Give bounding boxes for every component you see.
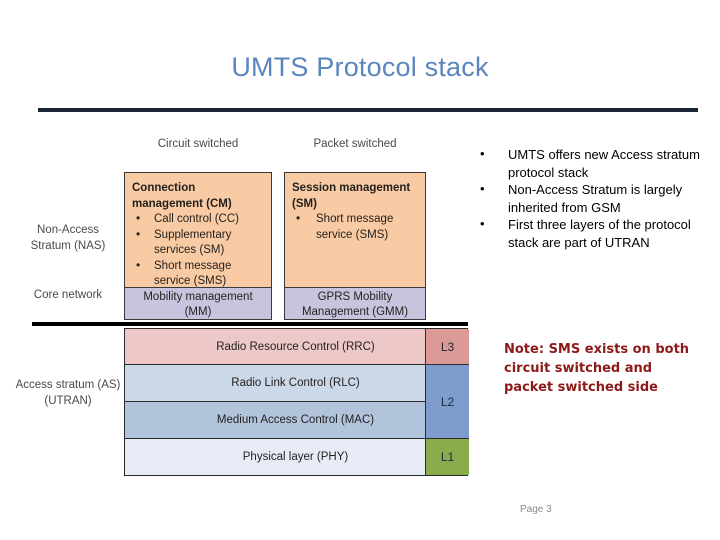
list-item: Non-Access Stratum is largely inherited … [472, 180, 700, 216]
list-item: Supplementary services (SM) [132, 227, 264, 259]
table-row: Radio Resource Control (RRC) [125, 329, 467, 365]
layer-badge-l3: L3 [425, 329, 469, 365]
page-number: Page 3 [520, 504, 552, 515]
note-text: Note: SMS exists on both circuit switche… [504, 342, 690, 395]
table-row: Medium Access Control (MAC) [125, 402, 467, 439]
table-row: Physical layer (PHY) [125, 439, 467, 475]
list-item: First three layers of the protocol stack… [472, 215, 700, 251]
bullet-list: UMTS offers new Access stratum protocol … [472, 145, 700, 251]
table-row: Radio Link Control (RLC) [125, 365, 467, 402]
mobility-management-block: Mobility management (MM) [125, 287, 271, 319]
gprs-mobility-management-block: GPRS Mobility Management (GMM) [285, 287, 425, 319]
nas-packet-switched-box: Session management (SM) Short message se… [284, 172, 426, 320]
column-caption-circuit-switched: Circuit switched [157, 138, 239, 150]
column-caption-packet-switched: Packet switched [313, 138, 397, 150]
page-title: UMTS Protocol stack [231, 52, 489, 82]
list-item: Short message service (SMS) [132, 258, 264, 290]
title-divider-rule [38, 108, 698, 112]
layer-name-rrc: Radio Resource Control (RRC) [125, 329, 467, 364]
label-core-network: Core network [33, 289, 103, 301]
session-management-heading: Session management (SM) [292, 182, 411, 210]
connection-management-block: Connection management (CM) Call control … [125, 173, 271, 287]
connection-management-list: Call control (CC) Supplementary services… [132, 211, 264, 290]
session-management-block: Session management (SM) Short message se… [285, 173, 425, 287]
layer-badge-l1: L1 [425, 439, 469, 475]
list-item: Call control (CC) [132, 211, 264, 228]
connection-management-heading: Connection management (CM) [132, 182, 232, 210]
layer-badge-l2: L2 [425, 365, 469, 439]
nas-circuit-switched-box: Connection management (CM) Call control … [124, 172, 272, 320]
layer-name-rlc: Radio Link Control (RLC) [125, 365, 467, 401]
layer-name-mac: Medium Access Control (MAC) [125, 402, 467, 438]
list-item: Short message service (SMS) [292, 211, 418, 243]
label-non-access-stratum: Non-Access Stratum (NAS) [30, 224, 106, 252]
nas-as-divider-line [32, 322, 468, 326]
layer-name-phy: Physical layer (PHY) [125, 439, 467, 475]
label-access-stratum: Access stratum (AS) (UTRAN) [15, 379, 121, 407]
access-stratum-layer-table: Radio Resource Control (RRC) Radio Link … [124, 328, 469, 476]
session-management-list: Short message service (SMS) [292, 211, 418, 243]
list-item: UMTS offers new Access stratum protocol … [472, 145, 700, 181]
